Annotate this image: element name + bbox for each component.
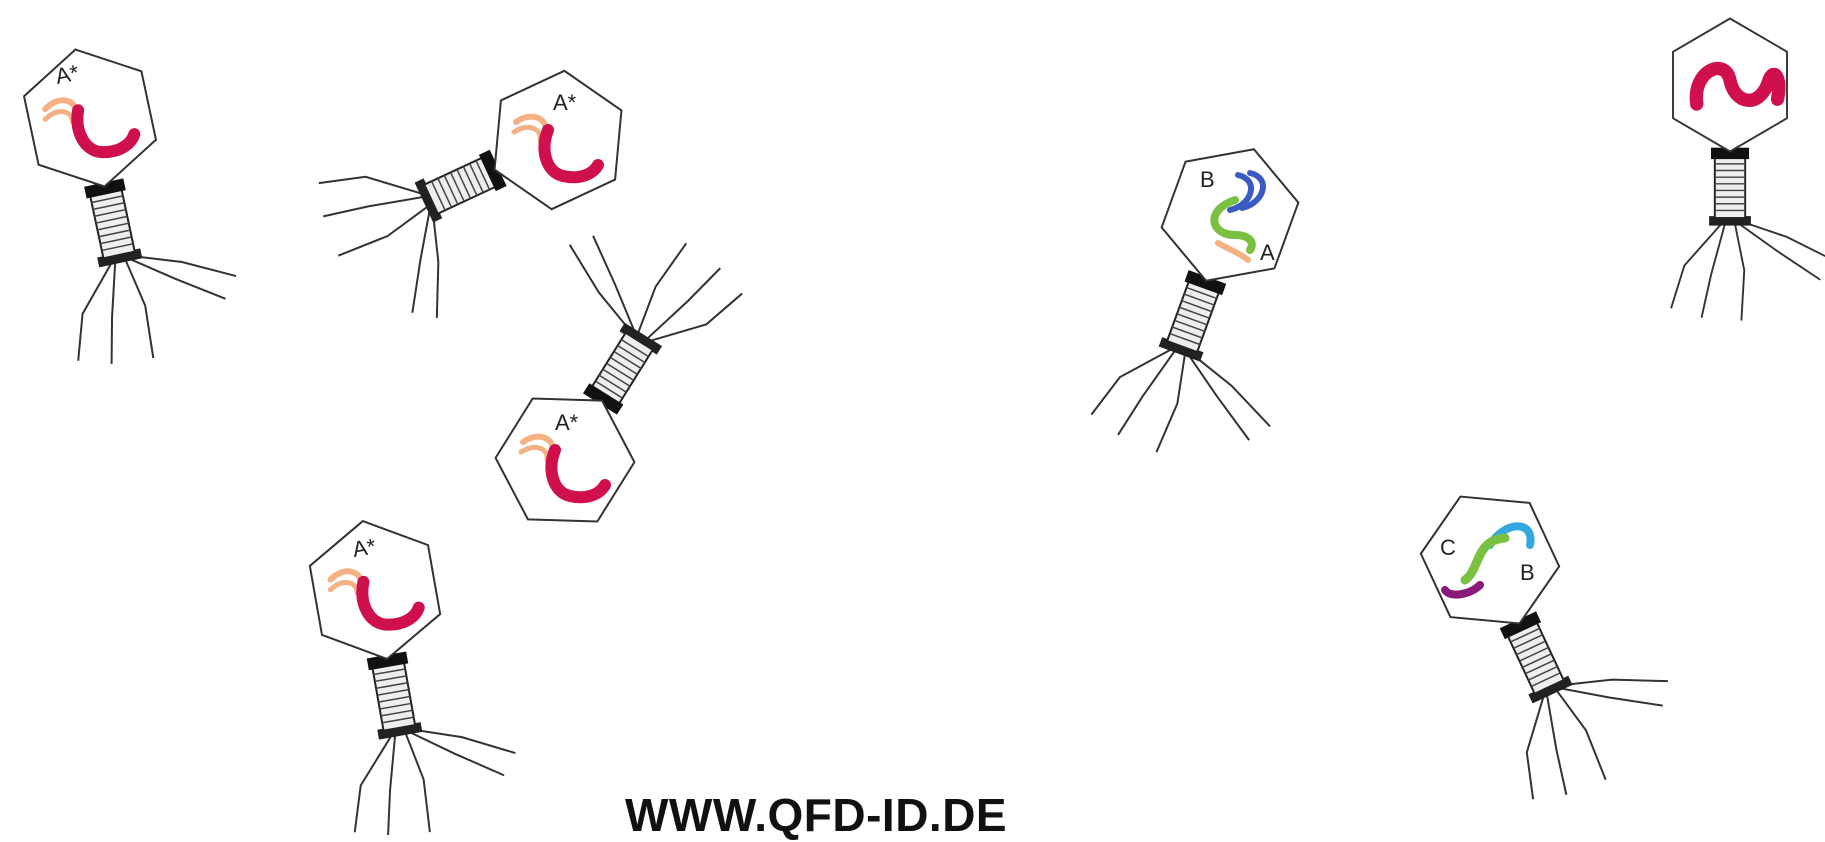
phage-2-label: A* [553,90,577,115]
phage-7: C B [1403,449,1696,812]
phage-1-label: A* [53,60,81,89]
footer-url: WWW.QFD-ID.DE [625,789,1008,841]
phage-5-label-a: A [1260,240,1275,265]
phage-7-label-b: B [1520,560,1535,585]
phage-7-label-c: C [1440,535,1456,560]
phage-2: A* [306,53,669,346]
phage-3: A* [433,190,750,554]
phage-4: A* [300,500,528,835]
phage-1: A* [13,25,251,375]
phage-5: B A [1085,127,1359,487]
phage-4-label: A* [351,533,379,562]
phage-3-label: A* [555,410,579,435]
phage-5-label-b: B [1200,167,1215,192]
phage-6 [1670,17,1825,322]
